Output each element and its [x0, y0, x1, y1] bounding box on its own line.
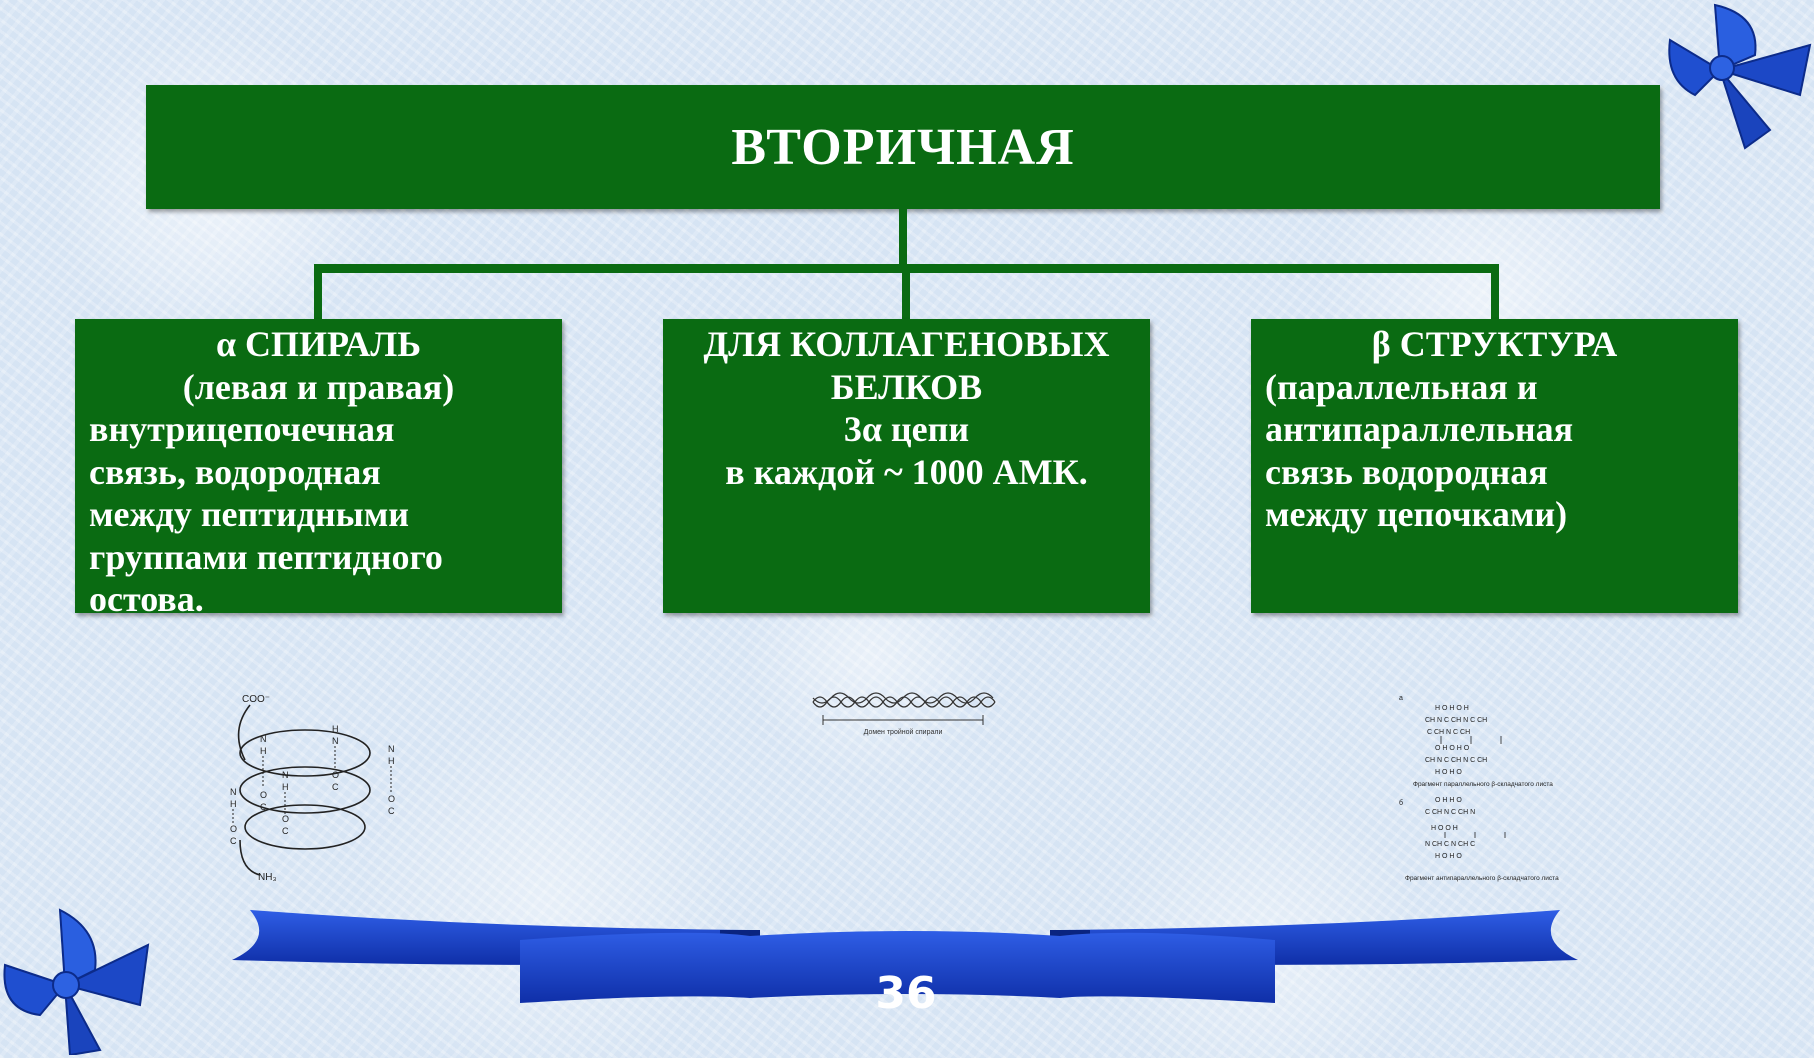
beta-line-5: между цепочками)	[1265, 494, 1568, 534]
svg-text:C: C	[282, 826, 289, 836]
alpha-line-7: остова.	[89, 579, 204, 619]
bow-top-right-icon	[1668, 3, 1812, 150]
alpha-line-2: (левая и правая)	[182, 366, 455, 407]
svg-text:O H H O: O H H O	[1435, 797, 1462, 804]
svg-text:N: N	[230, 787, 237, 797]
alpha-helix-diagram: COO⁻ NH₃ NH HN NH NH OC NH OC OC OC OC	[230, 694, 395, 883]
svg-text:C: C	[230, 836, 237, 846]
svg-text:CH N C CH N C CH: CH N C CH N C CH	[1425, 717, 1487, 724]
alpha-figure-nh3: NH₃	[258, 872, 277, 883]
collagen-box: ДЛЯ КОЛЛАГЕНОВЫХ БЕЛКОВ 3α цепи в каждой…	[663, 319, 1150, 613]
alpha-line-6: группами пептидного	[89, 536, 443, 577]
svg-text:O: O	[230, 824, 237, 834]
svg-text:H O H O: H O H O	[1435, 853, 1462, 860]
svg-text:H O H O H: H O H O H	[1435, 705, 1469, 712]
page-number: 36	[875, 968, 937, 1019]
svg-text:N: N	[282, 770, 289, 780]
ribbon-banner	[232, 910, 1578, 1003]
svg-text:H O H O: H O H O	[1435, 769, 1462, 776]
beta-line-3: антипараллельная	[1265, 409, 1574, 449]
connector-middle	[902, 264, 910, 320]
collagen-line-3: 3α цепи	[843, 409, 970, 449]
svg-text:C CH N C CH N: C CH N C CH N	[1425, 809, 1475, 816]
svg-text:N: N	[260, 734, 267, 744]
alpha-line-4: связь, водородная	[89, 451, 381, 492]
connector-right	[1491, 264, 1499, 320]
collagen-line-4: в каждой ~ 1000 АМК.	[725, 451, 1088, 492]
svg-text:H: H	[230, 799, 237, 809]
bow-bottom-left-icon	[3, 908, 150, 1055]
connector-trunk	[899, 209, 907, 267]
alpha-line-1: α СПИРАЛЬ	[215, 324, 422, 364]
svg-text:H: H	[388, 756, 395, 766]
collagen-line-1: ДЛЯ КОЛЛАГЕНОВЫХ	[703, 324, 1110, 364]
title-box: ВТОРИЧНАЯ	[146, 85, 1660, 209]
svg-text:O: O	[282, 814, 289, 824]
svg-text:O: O	[260, 790, 267, 800]
alpha-line-5: между пептидными	[89, 494, 410, 534]
beta-structure-box: β СТРУКТУРА (параллельная и антипараллел…	[1251, 319, 1738, 613]
svg-text:O: O	[388, 794, 395, 804]
beta-caption-parallel: Фрагмент параллельного β-складчатого лис…	[1413, 781, 1553, 788]
svg-text:H: H	[260, 746, 267, 756]
svg-text:C: C	[260, 802, 267, 812]
beta-line-4: связь водородная	[1265, 451, 1548, 492]
collagen-figure-caption: Домен тройной спирали	[864, 728, 943, 736]
alpha-figure-coo: COO⁻	[242, 694, 270, 705]
beta-line-1: β СТРУКТУРА	[1371, 324, 1618, 364]
alpha-line-3: внутрицепочечная	[89, 409, 395, 449]
svg-text:CH N C CH N C CH: CH N C CH N C CH	[1425, 757, 1487, 764]
beta-sheet-diagram: а б H O H O H CH N C CH N C CH C CH N C …	[1399, 695, 1559, 882]
svg-text:N: N	[332, 736, 339, 746]
svg-text:O H O H O: O H O H O	[1435, 745, 1470, 752]
svg-text:H: H	[332, 724, 339, 734]
svg-text:N CH C N CH C: N CH C N CH C	[1425, 841, 1475, 848]
svg-text:H O O H: H O O H	[1431, 825, 1458, 832]
svg-text:C CH N C CH: C CH N C CH	[1427, 729, 1470, 736]
beta-figure-label-b: б	[1399, 799, 1403, 807]
svg-text:O: O	[332, 770, 339, 780]
svg-text:C: C	[388, 806, 395, 816]
beta-caption-antiparallel: Фрагмент антипараллельного β-складчатого…	[1405, 875, 1559, 882]
svg-text:H: H	[282, 782, 289, 792]
beta-figure-label-a: а	[1399, 695, 1403, 702]
collagen-line-2: БЕЛКОВ	[830, 366, 983, 407]
beta-line-2: (параллельная и	[1265, 366, 1538, 407]
connector-left	[314, 264, 322, 320]
title-text: ВТОРИЧНАЯ	[731, 118, 1075, 176]
collagen-triple-helix-diagram: Домен тройной спирали	[812, 692, 996, 736]
svg-text:N: N	[388, 744, 395, 754]
alpha-helix-box: α СПИРАЛЬ (левая и правая) внутрицепочеч…	[75, 319, 562, 619]
svg-text:C: C	[332, 782, 339, 792]
